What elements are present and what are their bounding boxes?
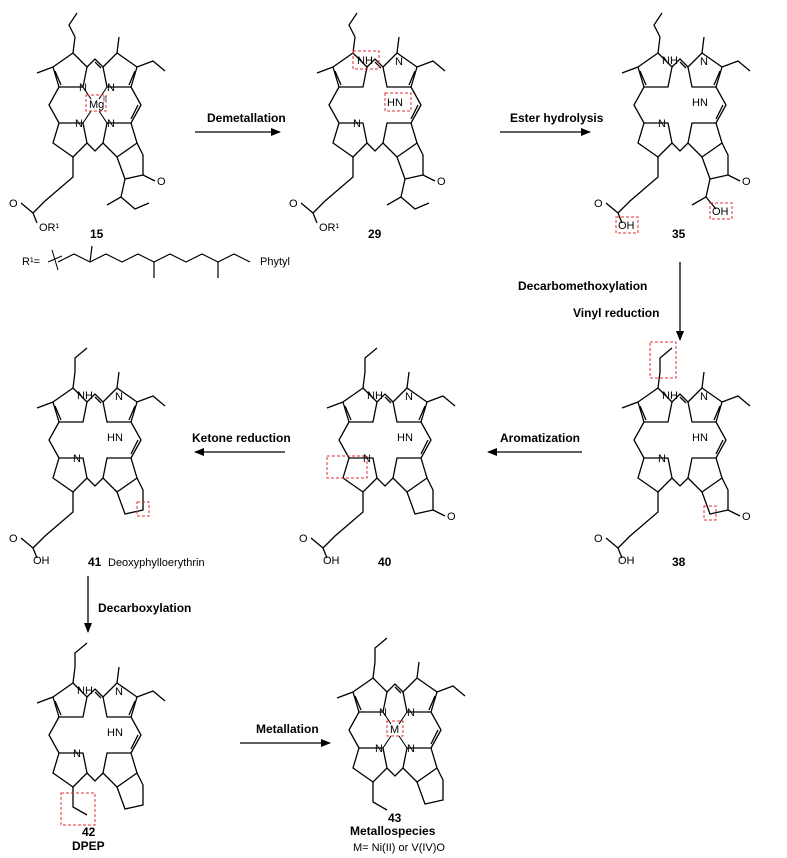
o-atom: O <box>157 176 166 188</box>
n-atom: N <box>407 743 415 755</box>
oh-label: OH <box>618 220 635 232</box>
ester-label: OR¹ <box>39 222 60 234</box>
hn-label: HN <box>397 432 413 444</box>
compound-43: M N N N N <box>336 637 466 811</box>
nh-label: NH <box>357 55 373 67</box>
metal-charge: II <box>103 96 107 103</box>
step-ketone-reduction: Ketone reduction <box>192 431 291 445</box>
phytyl-substituent: R¹= Phytyl <box>22 245 290 278</box>
nh-label: NH <box>662 390 678 402</box>
step-decarbomethoxylation: Decarbomethoxylation <box>518 279 647 293</box>
o-atom: O <box>9 533 18 545</box>
compound-38: NH HN N N O OH O <box>594 341 751 567</box>
r1-name: Phytyl <box>260 256 290 268</box>
compound-name: Deoxyphylloerythrin <box>108 557 205 569</box>
n-atom: N <box>405 391 413 403</box>
compound-number: 42 <box>82 825 96 839</box>
hn-label: HN <box>107 432 123 444</box>
n-atom: N <box>379 707 387 719</box>
n-atom: N <box>107 118 115 130</box>
step-vinyl-reduction: Vinyl reduction <box>573 306 659 320</box>
compound-name: Metallospecies <box>350 824 436 838</box>
hn-label: HN <box>387 97 403 109</box>
compound-15: Mg II N N N N O OR¹ O <box>9 12 166 234</box>
n-atom: N <box>353 118 361 130</box>
metal-note: M= Ni(II) or V(IV)O <box>353 842 445 854</box>
n-atom: N <box>73 453 81 465</box>
nh-label: NH <box>77 685 93 697</box>
hn-label: HN <box>107 727 123 739</box>
oh-label: OH <box>323 555 340 567</box>
compound-number: 15 <box>90 227 104 241</box>
compound-number: 41 <box>88 555 102 569</box>
step-decarboxylation: Decarboxylation <box>98 601 191 615</box>
compound-42: NH HN N N <box>36 642 166 826</box>
n-atom: N <box>658 118 666 130</box>
n-atom: N <box>658 453 666 465</box>
o-atom: O <box>437 176 446 188</box>
o-atom: O <box>594 533 603 545</box>
n-atom: N <box>375 743 383 755</box>
n-atom: N <box>700 391 708 403</box>
nh-label: NH <box>367 390 383 402</box>
n-atom: N <box>407 707 415 719</box>
nh-label: NH <box>77 390 93 402</box>
n-atom: N <box>75 118 83 130</box>
compound-number: 35 <box>672 227 686 241</box>
o-atom: O <box>447 511 456 523</box>
oh-label: OH <box>712 206 729 218</box>
nh-label: NH <box>662 55 678 67</box>
o-atom: O <box>299 533 308 545</box>
step-ester-hydrolysis: Ester hydrolysis <box>510 111 604 125</box>
n-atom: N <box>115 391 123 403</box>
step-metallation: Metallation <box>256 722 319 736</box>
n-atom: N <box>395 56 403 68</box>
compound-41: NH HN N N OH O <box>9 347 166 567</box>
compound-40: NH HN N N O OH O <box>299 347 456 567</box>
o-atom: O <box>742 511 751 523</box>
o-atom: O <box>9 198 18 210</box>
compound-35: NH HN N N O OH O OH <box>594 12 751 234</box>
n-atom: N <box>107 82 115 94</box>
compound-29: NH HN N N O OR¹ O <box>289 12 446 234</box>
metal-label: M <box>390 724 399 736</box>
n-atom: N <box>73 748 81 760</box>
oh-label: OH <box>33 555 50 567</box>
oh-label: OH <box>618 555 635 567</box>
n-atom: N <box>79 82 87 94</box>
step-aromatization: Aromatization <box>500 431 580 445</box>
ester-label: OR¹ <box>319 222 340 234</box>
r1-label: R¹= <box>22 256 40 268</box>
step-demetallation: Demetallation <box>207 111 286 125</box>
compound-number: 29 <box>368 227 382 241</box>
n-atom: N <box>363 453 371 465</box>
hn-label: HN <box>692 97 708 109</box>
n-atom: N <box>115 686 123 698</box>
o-atom: O <box>289 198 298 210</box>
compound-name: DPEP <box>72 839 105 853</box>
o-atom: O <box>742 176 751 188</box>
compound-number: 38 <box>672 555 686 569</box>
compound-number: 40 <box>378 555 392 569</box>
compound-number: 43 <box>388 811 402 825</box>
metal-label: Mg <box>89 99 104 111</box>
hn-label: HN <box>692 432 708 444</box>
n-atom: N <box>700 56 708 68</box>
o-atom: O <box>594 198 603 210</box>
